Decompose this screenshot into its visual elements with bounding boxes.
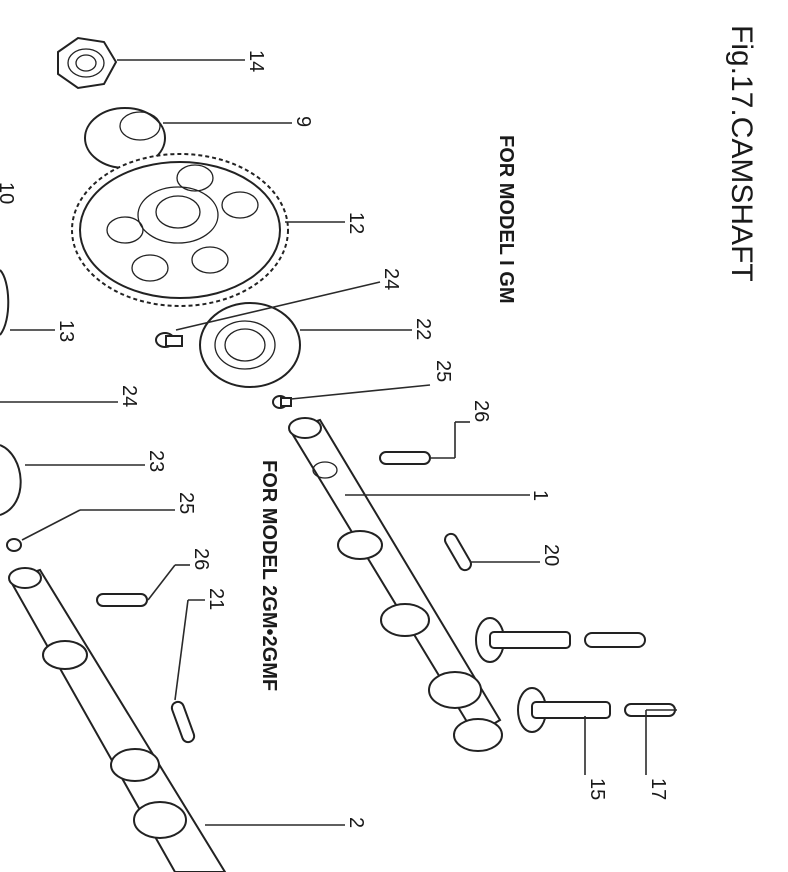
callout-26: 26 — [470, 400, 492, 422]
callout-10: 10 — [0, 182, 17, 204]
camshaft-part — [288, 417, 503, 752]
bearing-part — [199, 302, 301, 388]
camshaft-gear-part — [71, 153, 289, 307]
callout-23: 23 — [145, 450, 167, 472]
callout-15: 15 — [586, 778, 608, 800]
leader-lines — [0, 59, 677, 826]
callout-2: 2 — [345, 817, 367, 828]
nut-part — [57, 36, 118, 90]
callout-24: 24 — [380, 268, 402, 290]
callout-17: 17 — [647, 778, 669, 800]
heading-model-1gm: FOR MODEL I GM — [495, 135, 517, 304]
callout-1: 1 — [529, 490, 551, 501]
camshaft-2gm-part — [8, 567, 227, 872]
gear-2gm-part — [0, 269, 10, 336]
callout-12: 12 — [345, 212, 367, 234]
callout-22: 22 — [412, 318, 434, 340]
callout-14: 14 — [245, 50, 267, 72]
pin-part — [379, 451, 431, 465]
pin-2gm-part — [96, 593, 148, 607]
heading-model-2gm: FOR MODEL 2GM•2GMF — [258, 460, 280, 691]
callout-24b: 24 — [118, 385, 140, 407]
callout-26b: 26 — [190, 548, 212, 570]
callout-25: 25 — [432, 360, 454, 382]
callout-20: 20 — [540, 544, 562, 566]
key-2gm-part — [170, 700, 196, 744]
key-part — [444, 532, 472, 572]
callout-21: 21 — [205, 588, 227, 610]
set-screw-part — [272, 395, 292, 409]
tappet-part — [475, 617, 646, 663]
bearing-2gm-part — [0, 444, 22, 516]
callout-9: 9 — [292, 116, 314, 127]
figure-title: Fig.17.CAMSHAFT — [725, 25, 758, 282]
callout-13: 13 — [55, 320, 77, 342]
bolt-part — [155, 332, 183, 348]
callout-25b: 25 — [175, 492, 197, 514]
set-screw-2gm-part — [6, 538, 22, 552]
